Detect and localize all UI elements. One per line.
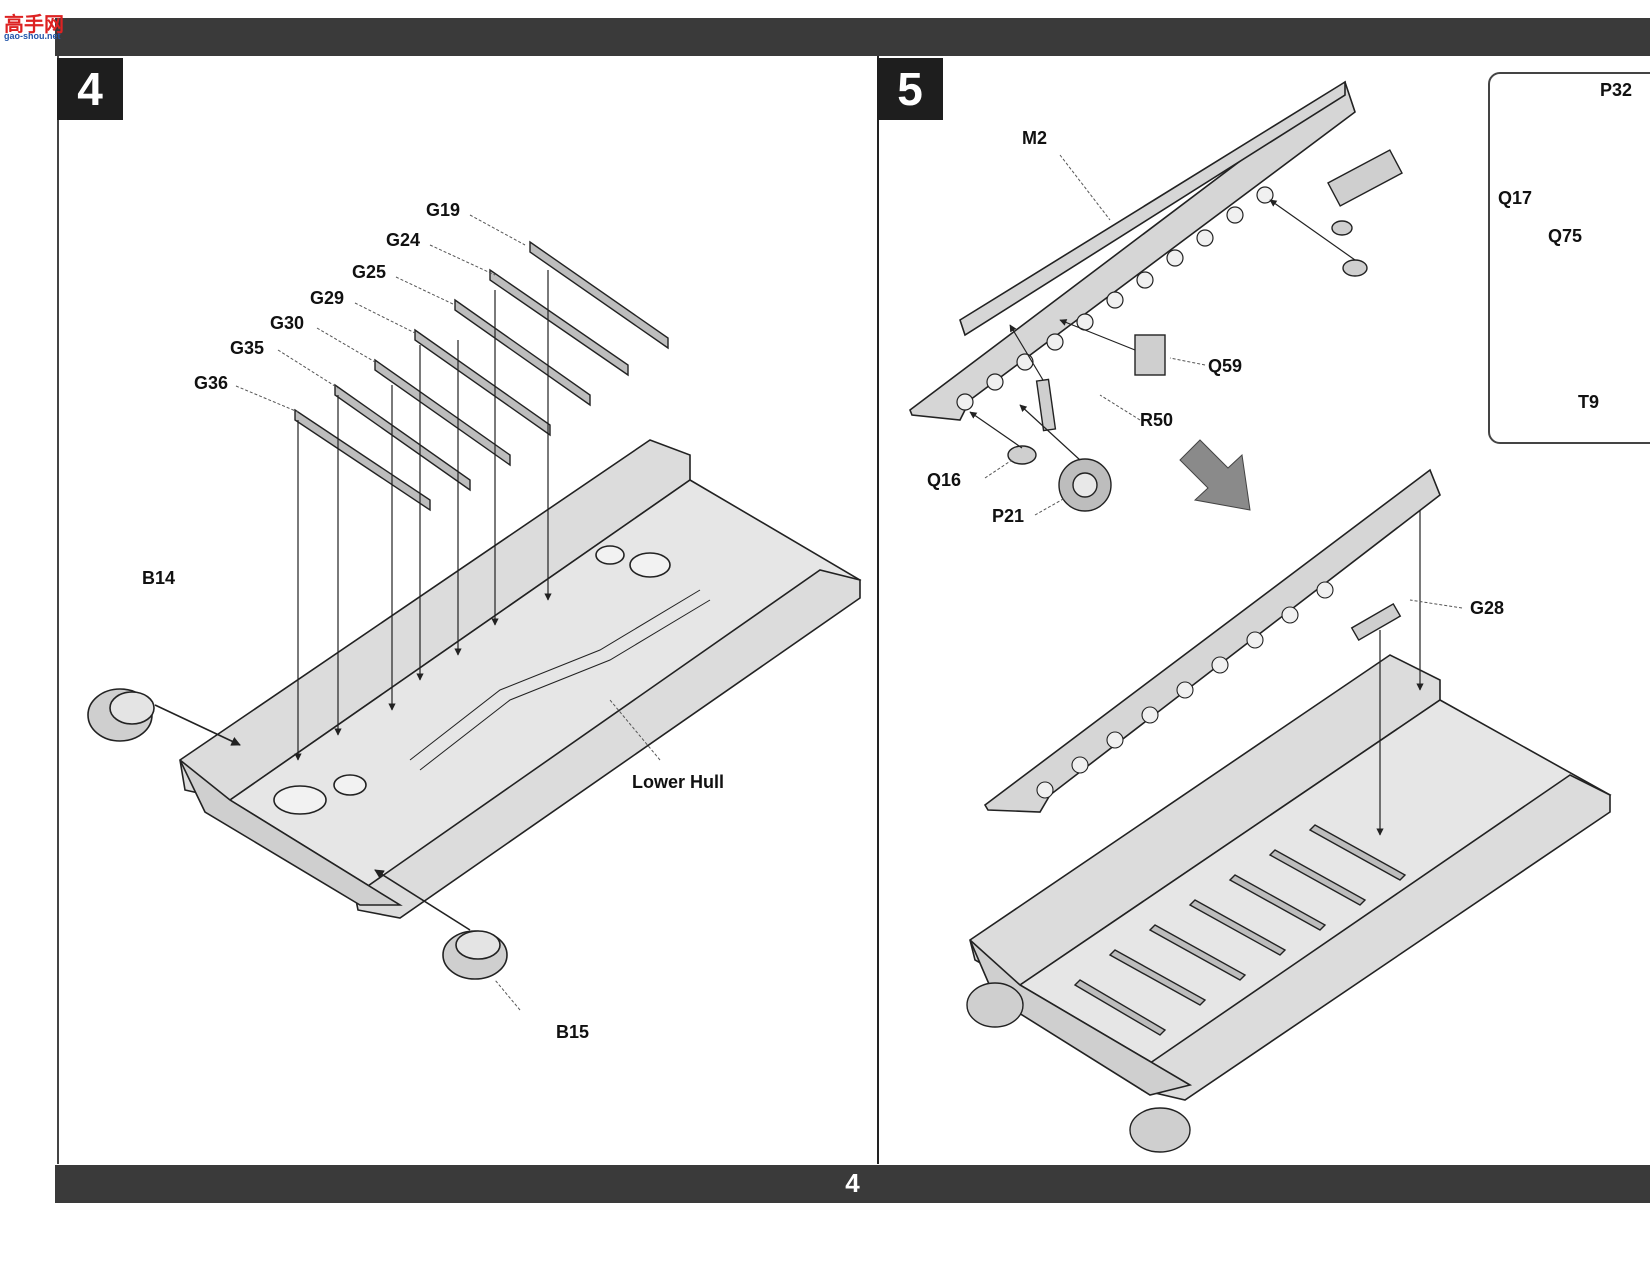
label-t9: T9 (1578, 392, 1600, 412)
label-g35: G35 (230, 338, 265, 358)
step5-side-rail-top (909, 80, 1356, 421)
label-b14: B14 (142, 568, 176, 588)
label-q75: Q75 (1548, 226, 1583, 246)
page-number: 4 (845, 1168, 860, 1198)
label-g36: G36 (194, 373, 229, 393)
label-lower-hull: Lower Hull (632, 772, 725, 792)
left-page-rule (57, 56, 59, 1164)
label-p21: P21 (992, 506, 1025, 526)
label-g24: G24 (386, 230, 421, 250)
label-g29: G29 (310, 288, 345, 308)
step-5-number: 5 (877, 58, 943, 120)
step5-detail-inset (1488, 72, 1650, 444)
step-divider (877, 56, 879, 1164)
step4-g-strips (294, 240, 669, 512)
label-m2: M2 (1022, 128, 1048, 148)
step5-torsion-bars (1073, 824, 1407, 1036)
step4-placement-lines (294, 270, 552, 761)
logo-sub-text: gao-shou.net (4, 31, 61, 41)
step5-small-parts (1007, 149, 1403, 512)
step5-assembly-arrow (1179, 439, 1251, 511)
label-r50: R50 (1140, 410, 1174, 430)
header-bar (55, 18, 1650, 56)
site-logo: 高手网 (4, 8, 68, 48)
label-g19: G19 (426, 200, 461, 220)
step-4-number: 4 (57, 58, 123, 120)
label-b15: B15 (556, 1022, 590, 1042)
label-q16: Q16 (927, 470, 962, 490)
label-q17: Q17 (1498, 188, 1533, 208)
label-g25: G25 (352, 262, 387, 282)
step5-lower-hull (969, 654, 1612, 1101)
step4-lower-hull (179, 439, 862, 919)
label-p32: P32 (1600, 80, 1633, 100)
footer-bar: 4 (55, 1165, 1650, 1203)
label-g30: G30 (270, 313, 305, 333)
step5-roadwheels-top (956, 186, 1274, 411)
label-g28: G28 (1470, 598, 1505, 618)
label-q59: Q59 (1208, 356, 1243, 376)
step4-sprockets (87, 688, 508, 980)
logo-main-text: 高手网 (4, 14, 64, 36)
